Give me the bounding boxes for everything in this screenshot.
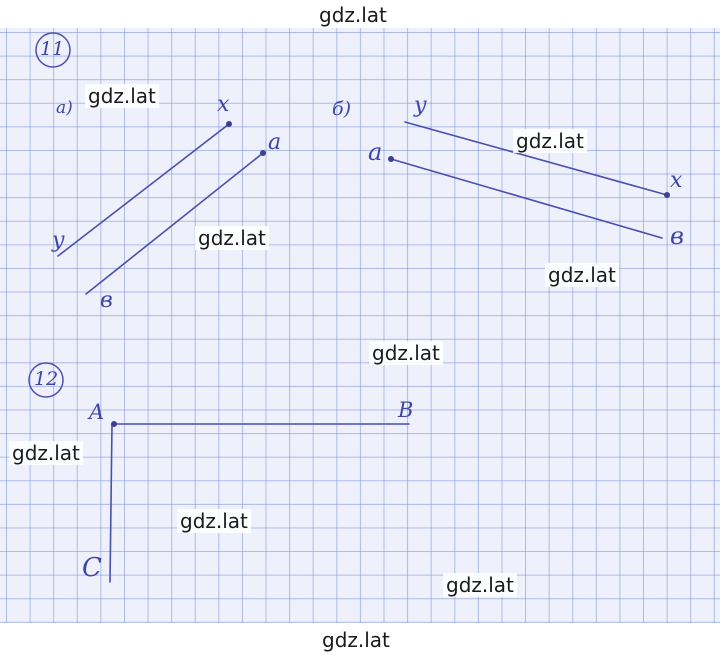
line-AC bbox=[109, 423, 113, 583]
watermark: gdz.lat bbox=[85, 84, 159, 108]
watermark: gdz.lat bbox=[545, 263, 619, 287]
grid-paper bbox=[0, 28, 720, 623]
part-a-label: а) bbox=[56, 98, 73, 118]
point-x bbox=[226, 121, 232, 127]
watermark: gdz.lat bbox=[443, 573, 517, 597]
point-a-b bbox=[388, 156, 394, 162]
watermark: gdz.lat bbox=[319, 628, 393, 652]
point-A-label: A bbox=[89, 400, 105, 424]
point-a bbox=[260, 150, 266, 156]
watermark: gdz.lat bbox=[9, 441, 83, 465]
line-aв bbox=[85, 152, 264, 295]
task-11-number: 11 bbox=[40, 38, 65, 60]
point-x-label: x bbox=[217, 92, 230, 117]
watermark: gdz.lat bbox=[316, 3, 390, 27]
point-a-label: a bbox=[268, 130, 282, 155]
point-A bbox=[111, 421, 117, 427]
watermark: gdz.lat bbox=[195, 226, 269, 250]
watermark: gdz.lat bbox=[513, 129, 587, 153]
task-12-circle bbox=[28, 362, 64, 398]
task-11-circle bbox=[35, 32, 71, 68]
point-в-b-label: в bbox=[670, 222, 684, 250]
point-C-label: C bbox=[82, 553, 102, 583]
point-a-b-label: a bbox=[368, 138, 383, 166]
point-x-b-label: x bbox=[670, 168, 683, 193]
line-yx bbox=[404, 121, 668, 196]
point-в-label: в bbox=[100, 288, 113, 313]
point-y-label: y bbox=[52, 228, 65, 253]
watermark: gdz.lat bbox=[177, 509, 251, 533]
point-B-label: B bbox=[398, 398, 414, 422]
task-12-number: 12 bbox=[34, 368, 59, 390]
watermark: gdz.lat bbox=[369, 341, 443, 365]
line-aв-b bbox=[390, 158, 663, 239]
part-b-label: б) bbox=[332, 98, 352, 120]
line-xy bbox=[57, 123, 230, 257]
point-x-b bbox=[664, 192, 670, 198]
point-y-b-label: y bbox=[414, 93, 427, 118]
